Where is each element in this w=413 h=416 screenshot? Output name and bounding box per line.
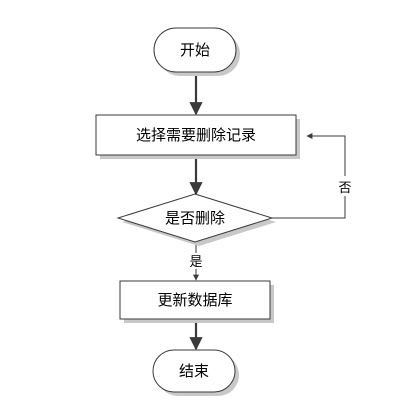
node-select-record: 选择需要删除记录 xyxy=(95,114,300,159)
edge-label-no-bg xyxy=(336,176,354,196)
node-start: 开始 xyxy=(153,27,240,76)
node-end-label: 结束 xyxy=(179,362,209,380)
node-confirm-delete: 是否删除 xyxy=(116,193,276,246)
edge-label-yes-bg xyxy=(186,253,206,269)
node-update-db: 更新数据库 xyxy=(119,280,274,323)
node-end: 结束 xyxy=(152,349,239,396)
edge-label-yes: 是 xyxy=(189,255,202,270)
node-select-record-label: 选择需要删除记录 xyxy=(136,126,256,144)
node-start-label: 开始 xyxy=(180,41,210,59)
node-confirm-delete-label: 是否删除 xyxy=(165,209,225,227)
node-update-db-label: 更新数据库 xyxy=(157,291,232,309)
edge-label-no: 否 xyxy=(338,181,351,196)
